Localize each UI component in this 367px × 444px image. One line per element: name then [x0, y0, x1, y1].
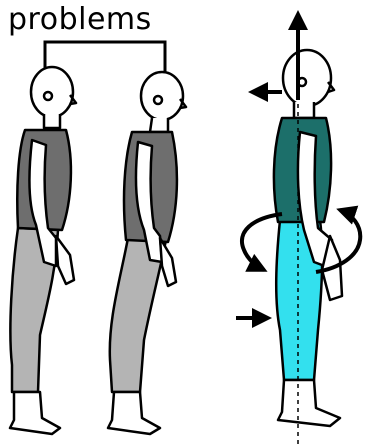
bracket-connector — [45, 42, 165, 72]
head — [31, 67, 73, 117]
figure-problem-1 — [10, 67, 76, 434]
figure-problem-2 — [108, 72, 186, 434]
head — [283, 50, 331, 106]
head — [141, 72, 183, 120]
figure-good-posture — [274, 50, 342, 426]
